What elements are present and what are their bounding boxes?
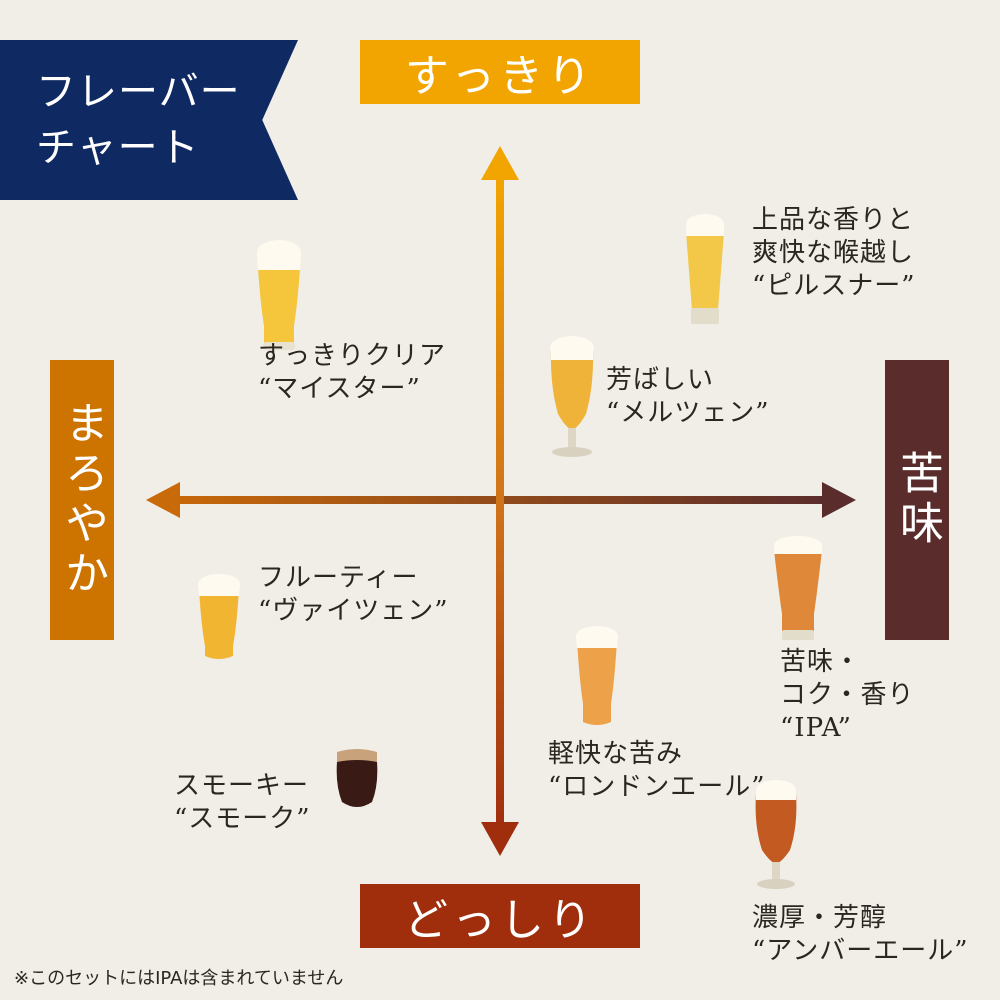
beer-label-weizen-line1: フルーティー [258,563,419,593]
beer-label-meister-line2: “マイスター” [258,374,421,404]
beer-label-marzen-line1: 芳ばしい [606,365,715,395]
beer-label-marzen-line2: “メルツェン” [606,398,770,428]
right-arrowhead [822,482,856,518]
beer-label-smoke: スモーキー “スモーク” [174,770,311,836]
beer-label-meister: すっきりクリア “マイスター” [258,340,446,406]
beer-glass-icon-weizen [198,574,240,659]
beer-label-pilsner-line1: 上品な香りと [752,205,915,235]
top-arrowhead [481,146,519,180]
beer-glass-icon-meister [257,240,301,350]
beer-label-pilsner-line3: “ピルスナー” [752,271,916,301]
beer-glass-icon-smoke [336,749,378,807]
beer-label-pilsner-line2: 爽快な喉越し [752,238,915,268]
beer-label-amber-ale: 濃厚・芳醇 “アンバーエール” [752,902,969,968]
beer-label-meister-line1: すっきりクリア [258,341,446,371]
beer-label-amber-ale-line1: 濃厚・芳醇 [752,903,888,933]
axis-label-left: まろやか [50,360,114,640]
beer-label-smoke-line1: スモーキー [174,771,310,801]
title-line-2: チャート [36,125,200,171]
beer-label-ipa-line1: 苦味・ [780,647,862,677]
beer-glass-icon-pilsner [686,214,724,324]
beer-label-amber-ale-line2: “アンバーエール” [752,936,969,966]
beer-glass-icon-ipa [774,536,822,640]
beer-label-weizen-line2: “ヴァイツェン” [258,596,449,626]
y-axis-line [496,172,504,828]
axis-label-bottom: どっしり [360,884,640,948]
axis-label-top: すっきり [360,40,640,104]
beer-label-ipa: 苦味・ コク・香り “IPA” [780,646,914,745]
beer-label-ipa-line3: “IPA” [780,713,852,743]
beer-label-pilsner: 上品な香りと 爽快な喉越し “ピルスナー” [752,204,916,303]
title-banner: フレーバー チャート [0,40,298,200]
beer-label-london-ale: 軽快な苦み “ロンドンエール” [548,738,766,804]
beer-label-london-ale-line2: “ロンドンエール” [548,772,766,802]
beer-label-marzen: 芳ばしい “メルツェン” [606,364,770,430]
axis-label-right: 苦味 [885,360,949,640]
beer-glass-icon-marzen [550,336,594,457]
beer-label-smoke-line2: “スモーク” [174,804,311,834]
footnote: ※このセットにはIPAは含まれていません [14,968,344,989]
left-arrowhead [146,482,180,518]
beer-glass-icon-amber-ale [755,780,797,889]
bottom-arrowhead [481,822,519,856]
beer-label-weizen: フルーティー “ヴァイツェン” [258,562,449,628]
beer-glass-icon-london-ale [576,626,618,725]
beer-label-london-ale-line1: 軽快な苦み [548,739,684,769]
title-line-1: フレーバー [36,69,241,115]
beer-label-ipa-line2: コク・香り [780,680,915,710]
